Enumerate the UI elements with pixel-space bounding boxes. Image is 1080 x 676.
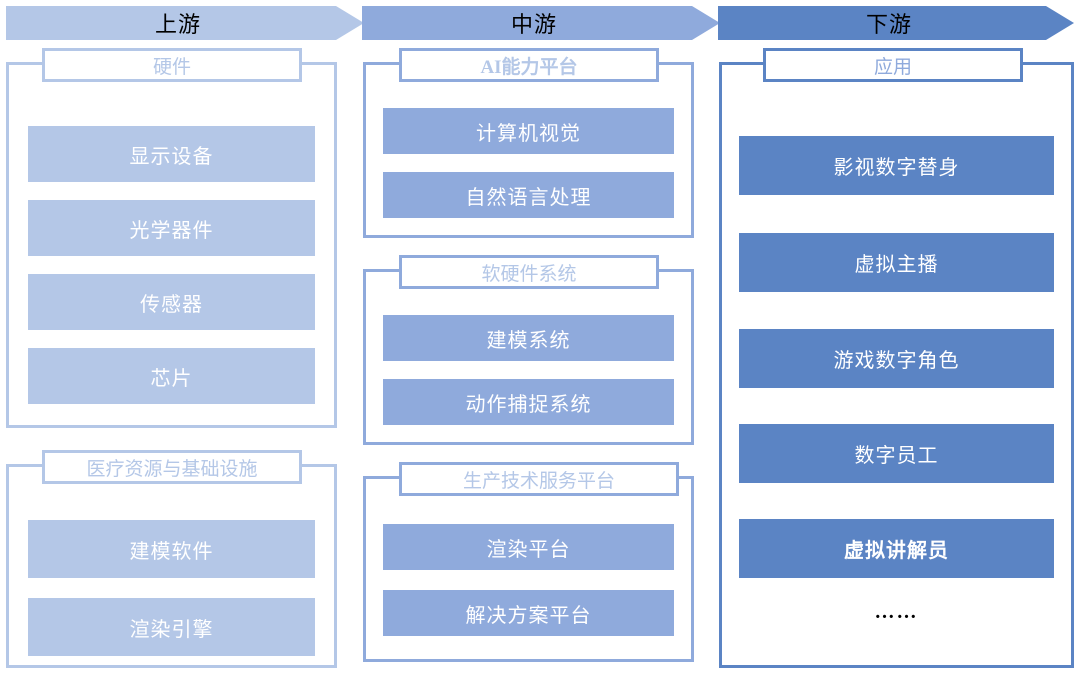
list-item[interactable]: 自然语言处理 (383, 172, 674, 218)
group-software-hardware-system: 软硬件系统 建模系统 动作捕捉系统 (363, 255, 694, 445)
group-medical-resources: 医疗资源与基础设施 建模软件 渲染引擎 (6, 450, 337, 668)
group-production-service-platform-items: 渲染平台 解决方案平台 (363, 510, 694, 662)
group-application: 应用 影视数字替身 虚拟主播 游戏数字角色 数字员工 虚拟讲解员 …… (719, 48, 1074, 668)
group-hardware-header: 硬件 (42, 48, 302, 82)
list-item[interactable]: 动作捕捉系统 (383, 379, 674, 425)
group-production-service-platform: 生产技术服务平台 渲染平台 解决方案平台 (363, 462, 694, 662)
list-item[interactable]: 计算机视觉 (383, 108, 674, 154)
group-hardware: 硬件 显示设备 光学器件 传感器 芯片 (6, 48, 337, 428)
list-item[interactable]: 传感器 (28, 274, 315, 330)
list-item[interactable]: 渲染平台 (383, 524, 674, 570)
list-item[interactable]: 建模软件 (28, 520, 315, 578)
group-ai-platform-header: AI能力平台 (399, 48, 659, 82)
banner-upstream: 上游 (6, 6, 364, 40)
banner-upstream-label: 上游 (154, 12, 201, 37)
group-application-items: 影视数字替身 虚拟主播 游戏数字角色 数字员工 虚拟讲解员 …… (719, 96, 1074, 668)
list-item[interactable]: 解决方案平台 (383, 590, 674, 636)
list-item[interactable]: 游戏数字角色 (739, 329, 1054, 388)
list-item[interactable]: 建模系统 (383, 315, 674, 361)
group-software-hardware-system-items: 建模系统 动作捕捉系统 (363, 303, 694, 445)
group-ai-platform-items: 计算机视觉 自然语言处理 (363, 96, 694, 238)
list-item[interactable]: 渲染引擎 (28, 598, 315, 656)
group-software-hardware-system-header: 软硬件系统 (399, 255, 659, 289)
banner-midstream: 中游 (362, 6, 720, 40)
list-item[interactable]: 影视数字替身 (739, 136, 1054, 195)
banner-downstream: 下游 (718, 6, 1074, 40)
group-ai-platform: AI能力平台 计算机视觉 自然语言处理 (363, 48, 694, 238)
list-item[interactable]: 数字员工 (739, 424, 1054, 483)
group-medical-resources-items: 建模软件 渲染引擎 (6, 498, 337, 668)
list-item[interactable]: 虚拟讲解员 (739, 519, 1054, 578)
ellipsis-indicator: …… (874, 600, 919, 623)
group-application-header: 应用 (763, 48, 1023, 82)
list-item[interactable]: 芯片 (28, 348, 315, 404)
list-item[interactable]: 显示设备 (28, 126, 315, 182)
banner-downstream-label: 下游 (865, 12, 912, 37)
list-item[interactable]: 虚拟主播 (739, 233, 1054, 292)
banner-midstream-label: 中游 (510, 12, 557, 37)
group-production-service-platform-header: 生产技术服务平台 (399, 462, 679, 496)
list-item[interactable]: 光学器件 (28, 200, 315, 256)
group-hardware-items: 显示设备 光学器件 传感器 芯片 (6, 96, 337, 428)
group-medical-resources-header: 医疗资源与基础设施 (42, 450, 302, 484)
